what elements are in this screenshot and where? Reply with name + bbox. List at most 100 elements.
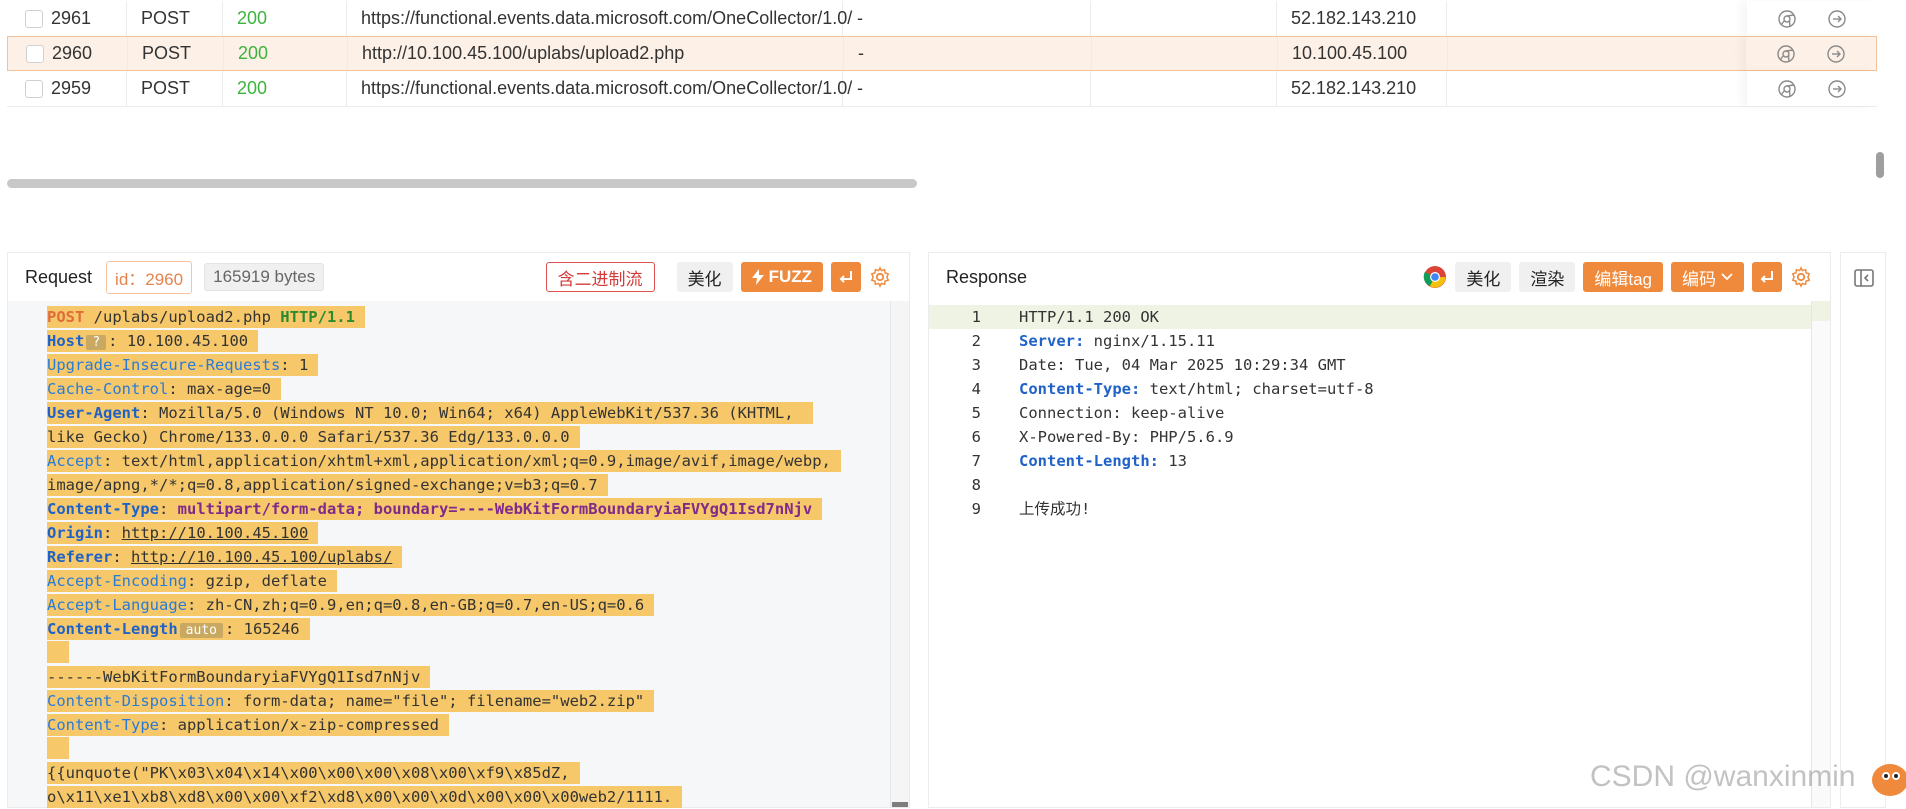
row-status: 200 (238, 43, 269, 63)
chrome-icon (1424, 266, 1447, 288)
arrow-right-circle-icon[interactable] (1827, 9, 1847, 29)
request-method: POST (47, 308, 85, 326)
header-value: image/apng,*/*;q=0.8,application/signed-… (47, 476, 598, 494)
render-button[interactable]: 渲染 (1519, 262, 1576, 292)
response-header: Response 美化 渲染 编辑tag 编码 (929, 253, 1830, 301)
lightning-icon (751, 269, 764, 285)
row-method: POST (141, 78, 191, 98)
header-key: Accept-Encoding (47, 572, 187, 590)
row-col5-cell: - (843, 1, 1091, 36)
row-id: 2960 (52, 43, 93, 63)
row-id-cell: 2961 (7, 1, 127, 36)
response-header-value: text/html; charset=utf-8 (1140, 380, 1374, 398)
request-wrap-button[interactable] (831, 262, 861, 292)
response-line-text: 上传成功! (1019, 497, 1090, 521)
header-key: Content-Length (47, 620, 178, 638)
header-value: : 165246 (224, 620, 300, 638)
table-row[interactable]: 2960 POST 200 http://10.100.45.100/uplabs/u… (7, 36, 1877, 71)
panel-collapse-icon (1854, 269, 1874, 287)
response-line: 6 X-Powered-By: PHP/5.6.9 (929, 425, 1812, 449)
row-url: http://10.100.45.100/uplabs/upload2.php (362, 43, 685, 63)
header-value: : gzip, deflate (186, 572, 327, 590)
line-number: 5 (971, 404, 981, 422)
row-ip: 10.100.45.100 (1292, 43, 1408, 63)
row-actions (1747, 71, 1877, 106)
row-checkbox[interactable] (26, 44, 44, 63)
row-id: 2961 (51, 8, 92, 28)
row-method-cell: POST (127, 1, 223, 36)
auto-length-badge[interactable]: auto (179, 623, 223, 638)
response-header-value: HTTP/1.1 200 OK (1019, 308, 1159, 326)
arrow-right-circle-icon[interactable] (1827, 79, 1847, 99)
line-number: 8 (971, 476, 981, 494)
body-binary-content: o\x11\xe1\xb8\xd8\x00\x00\xf2\xd8\x00\x0… (47, 788, 673, 806)
binary-stream-button[interactable]: 含二进制流 (545, 262, 655, 292)
chevron-down-icon (1721, 273, 1733, 281)
header-value: multipart/form-data; boundary=----WebKit… (177, 500, 813, 518)
request-editor-scroll-thumb[interactable] (892, 802, 908, 807)
line-wrap-icon (839, 271, 852, 283)
header-value: like Gecko) Chrome/133.0.0.0 Safari/537.… (47, 428, 570, 446)
table-vertical-scroll-thumb[interactable] (1876, 152, 1884, 178)
header-hint-badge[interactable]: ? (86, 335, 107, 350)
row-actions (1747, 1, 1877, 36)
response-settings-button[interactable] (1790, 266, 1812, 288)
response-line: 1 HTTP/1.1 200 OK (929, 305, 1812, 329)
request-editor[interactable]: POST /uplabs/upload2.php HTTP/1.1 Host?:… (8, 301, 891, 808)
response-header-value: X-Powered-By: PHP/5.6.9 (1019, 428, 1234, 446)
header-value: : 10.100.45.100 (108, 332, 249, 350)
row-status-cell: 200 (224, 37, 348, 70)
row-status-cell: 200 (223, 1, 347, 36)
row-ip: 52.182.143.210 (1291, 8, 1417, 28)
gear-icon (1791, 266, 1811, 288)
open-in-browser-button[interactable] (1423, 265, 1447, 289)
request-title: Request (25, 266, 93, 287)
chrome-outline-icon[interactable] (1776, 44, 1796, 64)
row-url-cell: https://functional.events.data.microsoft… (347, 1, 852, 36)
header-key: Referer (47, 548, 113, 566)
response-beautify-button[interactable]: 美化 (1455, 262, 1512, 292)
request-beautify-button[interactable]: 美化 (676, 262, 733, 292)
request-size-tag: 165919 bytes (204, 263, 325, 291)
table-horizontal-scrollbar[interactable] (7, 176, 1875, 190)
row-method-cell: POST (127, 71, 223, 106)
chrome-outline-icon[interactable] (1777, 79, 1797, 99)
line-number: 1 (971, 308, 981, 326)
arrow-right-circle-icon[interactable] (1826, 44, 1846, 64)
request-editor-scrollbar[interactable] (890, 301, 909, 807)
body-boundary: ------WebKitFormBoundaryiaFVYgQ1Isd7nNjv (47, 668, 421, 686)
request-settings-button[interactable] (869, 266, 891, 288)
header-url-value[interactable]: http://10.100.45.100/uplabs/ (131, 548, 393, 566)
header-value: : text/html,application/xhtml+xml,applic… (103, 452, 831, 470)
chrome-outline-icon[interactable] (1777, 9, 1797, 29)
response-editor-scrollbar[interactable] (1811, 301, 1830, 807)
row-checkbox[interactable] (25, 79, 43, 98)
edit-tag-button[interactable]: 编辑tag (1583, 262, 1663, 292)
row-col5-cell: - (843, 71, 1091, 106)
fuzz-button[interactable]: FUZZ (740, 262, 823, 292)
encode-label: 编码 (1682, 269, 1716, 289)
table-horizontal-scroll-thumb[interactable] (7, 179, 917, 188)
encode-dropdown[interactable]: 编码 (1671, 262, 1744, 292)
request-protocol: HTTP/1.1 (280, 308, 355, 326)
row-method-cell: POST (128, 37, 224, 70)
row-col5: - (858, 43, 864, 63)
header-value: : zh-CN,zh;q=0.9,en;q=0.8,en-GB;q=0.7,en… (186, 596, 645, 614)
row-url-cell: https://functional.events.data.microsoft… (347, 71, 852, 106)
row-checkbox[interactable] (25, 9, 43, 28)
response-wrap-button[interactable] (1752, 262, 1782, 292)
line-number: 6 (971, 428, 981, 446)
row-col6-cell (1091, 1, 1277, 36)
response-header-value: Date: Tue, 04 Mar 2025 10:29:34 GMT (1019, 356, 1346, 374)
header-key: Content-Disposition (47, 692, 225, 710)
header-key: Content-Type (47, 716, 159, 734)
body-binary-content: {{unquote("PK\x03\x04\x14\x00\x00\x00\x0… (47, 764, 570, 782)
header-url-value[interactable]: http://10.100.45.100 (121, 524, 309, 542)
header-key: Upgrade-Insecure-Requests (47, 356, 281, 374)
side-panel-toggle[interactable] (1840, 252, 1886, 808)
